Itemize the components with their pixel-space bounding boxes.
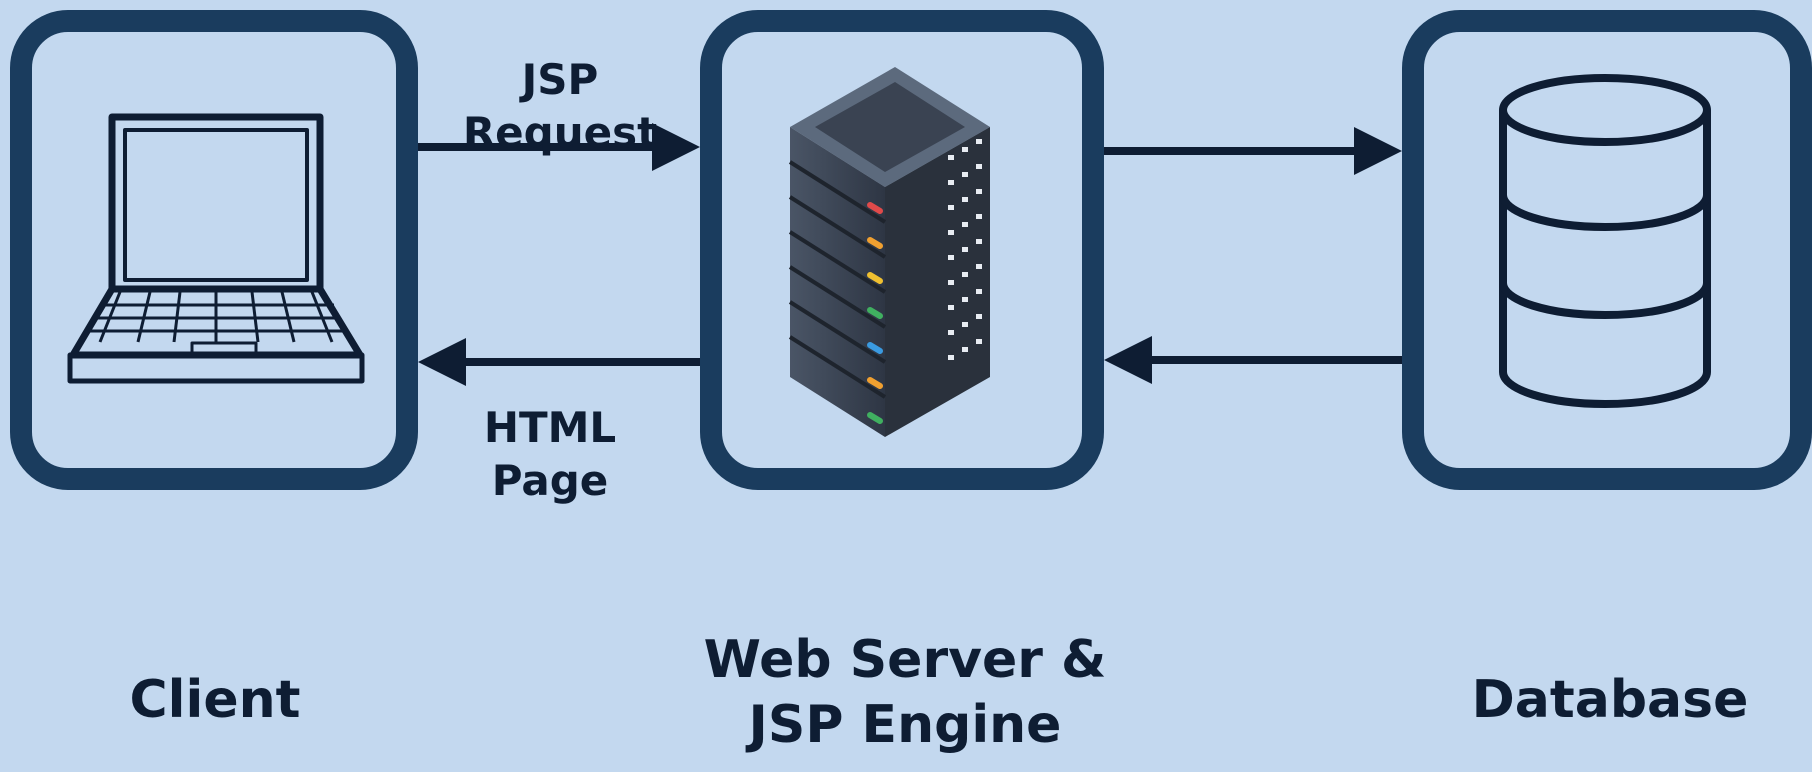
edge-label-jsp-request: JSP Request <box>462 55 658 157</box>
server-rack-icon <box>788 67 990 437</box>
node-label-server: Web Server & JSP Engine <box>703 630 1107 755</box>
node-label-client: Client <box>129 670 301 730</box>
node-label-database: Database <box>1471 670 1749 730</box>
database-node-box <box>1402 10 1812 490</box>
laptop-icon <box>67 113 365 384</box>
client-node-box <box>10 10 418 490</box>
edge-label-html-page: HTML Page <box>483 403 617 505</box>
database-icon <box>1499 74 1711 408</box>
